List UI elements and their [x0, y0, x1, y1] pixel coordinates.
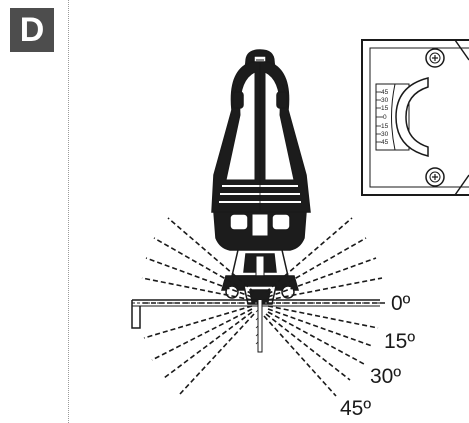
scale-tick-label: 30	[381, 97, 389, 104]
scale-tick-label: 45	[381, 139, 389, 146]
angle-label-45: 45º	[340, 397, 372, 420]
scale-tick-label: 30	[381, 131, 389, 138]
screw-icon	[425, 167, 445, 187]
scale-tick-label: 15	[381, 123, 389, 130]
scale-tick-label: 0	[383, 114, 387, 121]
scale-tick-label: 45	[381, 89, 389, 96]
step-badge: D	[10, 8, 54, 52]
angle-label-15: 15º	[384, 330, 416, 353]
screw-icon	[425, 48, 445, 68]
bevel-angle-rays	[140, 217, 385, 397]
bevel-scale-inset: 45 30 15 0 15 30 45	[361, 39, 469, 196]
jigsaw-body	[211, 49, 311, 330]
angle-label-30: 30º	[370, 365, 402, 388]
angle-label-0: 0º	[391, 292, 411, 315]
base-plate	[131, 299, 380, 329]
saw-blade	[255, 300, 263, 353]
column-divider	[68, 0, 69, 423]
scale-tick-label: 15	[381, 105, 389, 112]
